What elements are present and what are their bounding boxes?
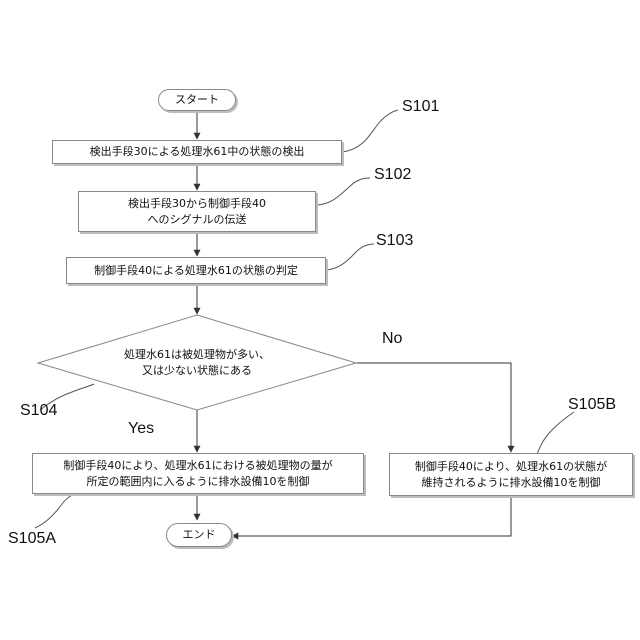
step-s103-box: 制御手段40による処理水61の状態の判定 bbox=[66, 257, 326, 284]
decision-s104-label: S104 bbox=[20, 402, 57, 420]
step-s101-label: S101 bbox=[402, 98, 439, 116]
leader-s105b bbox=[536, 412, 574, 457]
decision-s104-text-line2: 又は少ない状態にある bbox=[97, 363, 297, 379]
start-text: スタート bbox=[175, 92, 219, 108]
step-s105a-box: 制御手段40により、処理水61における被処理物の量が 所定の範囲内に入るように排… bbox=[32, 453, 364, 494]
step-s101-text: 検出手段30による処理水61中の状態の検出 bbox=[90, 144, 305, 160]
step-s105b-text-line1: 制御手段40により、処理水61の状態が bbox=[415, 459, 607, 475]
step-s102-text-line2: へのシグナルの伝送 bbox=[148, 212, 247, 228]
arrow-s105b-to-end bbox=[232, 496, 511, 536]
step-s105b-box: 制御手段40により、処理水61の状態が 維持されるように排水設備10を制御 bbox=[389, 453, 633, 496]
leader-s102 bbox=[317, 178, 370, 205]
step-s105b-text-line2: 維持されるように排水設備10を制御 bbox=[422, 475, 601, 491]
leader-s105a bbox=[35, 492, 80, 528]
leader-s103 bbox=[327, 244, 374, 270]
branch-no-label: No bbox=[382, 330, 402, 348]
start-terminal: スタート bbox=[158, 89, 236, 111]
step-s105a-text-line1: 制御手段40により、処理水61における被処理物の量が bbox=[63, 458, 332, 474]
step-s102-label: S102 bbox=[374, 166, 411, 184]
step-s105a-label: S105A bbox=[8, 530, 56, 548]
step-s102-text-line1: 検出手段30から制御手段40 bbox=[128, 196, 266, 212]
end-text: エンド bbox=[183, 527, 216, 543]
step-s105a-text-line2: 所定の範囲内に入るように排水設備10を制御 bbox=[87, 474, 310, 490]
decision-s104-text-line1: 処理水61は被処理物が多い、 bbox=[97, 347, 297, 363]
step-s101-box: 検出手段30による処理水61中の状態の検出 bbox=[52, 140, 342, 164]
leader-s101 bbox=[342, 110, 398, 152]
step-s105b-label: S105B bbox=[568, 396, 616, 414]
step-s103-label: S103 bbox=[376, 232, 413, 250]
arrow-s104-to-s105b bbox=[356, 363, 511, 452]
decision-s104-text: 処理水61は被処理物が多い、 又は少ない状態にある bbox=[97, 347, 297, 379]
step-s103-text: 制御手段40による処理水61の状態の判定 bbox=[94, 263, 298, 279]
branch-yes-label: Yes bbox=[128, 420, 154, 438]
end-terminal: エンド bbox=[166, 523, 232, 547]
step-s102-box: 検出手段30から制御手段40 へのシグナルの伝送 bbox=[78, 191, 316, 232]
